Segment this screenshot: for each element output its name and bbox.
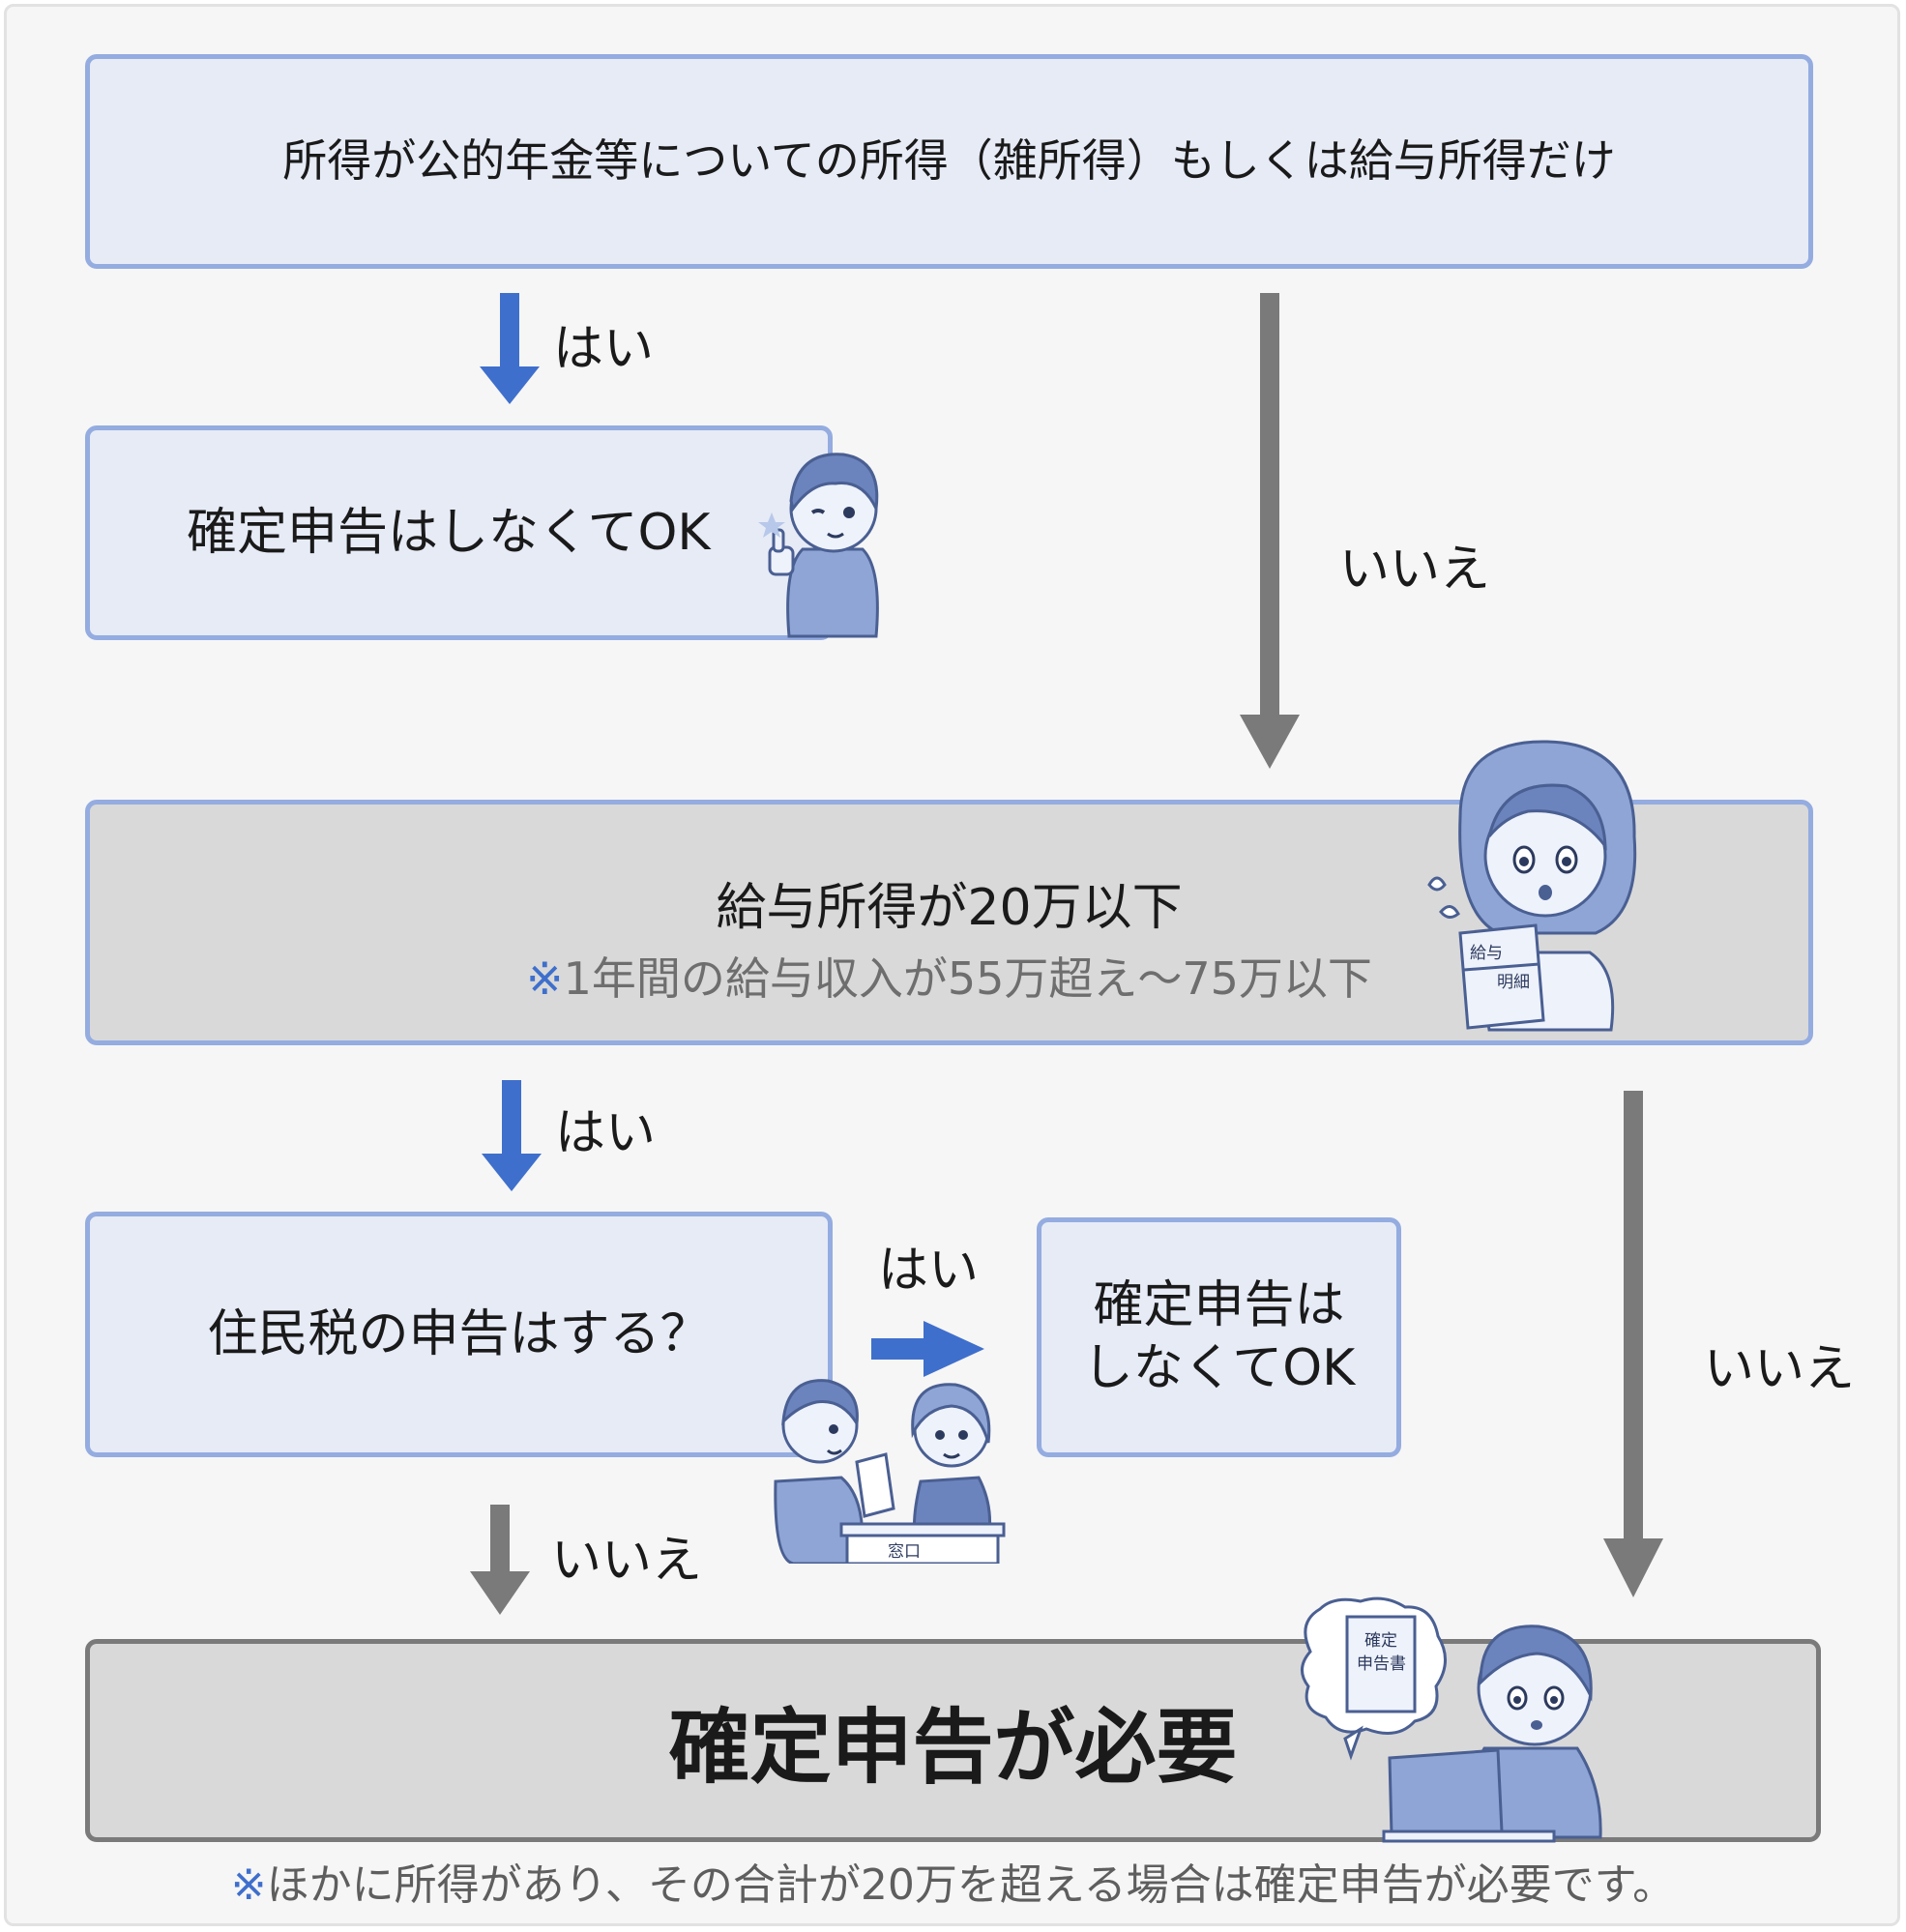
no-arrow-3 (1603, 1091, 1663, 1597)
yes-arrow-1 (480, 293, 540, 404)
label-no-1: いいえ (1339, 541, 1491, 599)
question-box-income-type: 所得が公的年金等についての所得（雑所得）もしくは給与所得だけ (85, 54, 1813, 269)
question-box-resident-tax: 住民税の申告はする？ (85, 1212, 833, 1457)
label-yes-3: はい (878, 1242, 980, 1300)
yes-arrow-3 (871, 1321, 984, 1377)
illustration-laptop-man: 確定 申告書 (1301, 1596, 1602, 1843)
tax-form-text-1: 確定 (1364, 1631, 1397, 1651)
no-arrow-2 (470, 1505, 530, 1615)
illustration-thumbs-up-man (758, 453, 879, 638)
label-no-2: いいえ (551, 1532, 703, 1590)
result-text-no-filing-2-line1: 確定申告は (1093, 1276, 1345, 1334)
illustration-tax-counter: 窓口 (774, 1379, 1006, 1564)
result-box-no-filing-2: 確定申告は しなくてOK (1037, 1217, 1401, 1457)
question-text-income-type: 所得が公的年金等についての所得（雑所得）もしくは給与所得だけ (282, 134, 1616, 188)
result-text-no-filing-2-line2: しなくてOK (1082, 1339, 1356, 1397)
yes-arrow-2 (482, 1080, 542, 1191)
payslip-text-2: 明細 (1497, 973, 1530, 992)
payslip-text-1: 給与 (1470, 944, 1503, 963)
question-text-salary-limit: 給与所得が20万以下 (716, 878, 1183, 937)
result-text-no-filing-1: 確定申告はしなくてOK (187, 503, 711, 562)
label-yes-1: はい (553, 320, 655, 378)
result-box-no-filing-1: 確定申告はしなくてOK (85, 425, 833, 640)
note-mark: ※ (526, 951, 564, 1005)
question-text-resident-tax: 住民税の申告はする？ (207, 1304, 711, 1363)
footnote-mark: ※ (230, 1860, 267, 1910)
label-no-3: いいえ (1704, 1340, 1856, 1398)
label-yes-2: はい (555, 1104, 657, 1162)
footnote-text: ほかに所得があり、その合計が20万を超える場合は確定申告が必要です。 (266, 1860, 1676, 1910)
footnote: ※ほかに所得があり、その合計が20万を超える場合は確定申告が必要です。 (0, 1850, 1906, 1912)
illustration-payslip-woman: 給与 明細 (1427, 740, 1637, 1032)
counter-sign-text: 窓口 (888, 1542, 921, 1562)
salary-note: ※1年間の給与収入が55万超え～75万以下 (526, 944, 1372, 1008)
result-text-filing-required: 確定申告が必要 (668, 1699, 1238, 1795)
no-arrow-1 (1240, 293, 1300, 769)
tax-form-text-2: 申告書 (1357, 1654, 1406, 1674)
salary-note-text: 1年間の給与収入が55万超え～75万以下 (563, 951, 1372, 1005)
